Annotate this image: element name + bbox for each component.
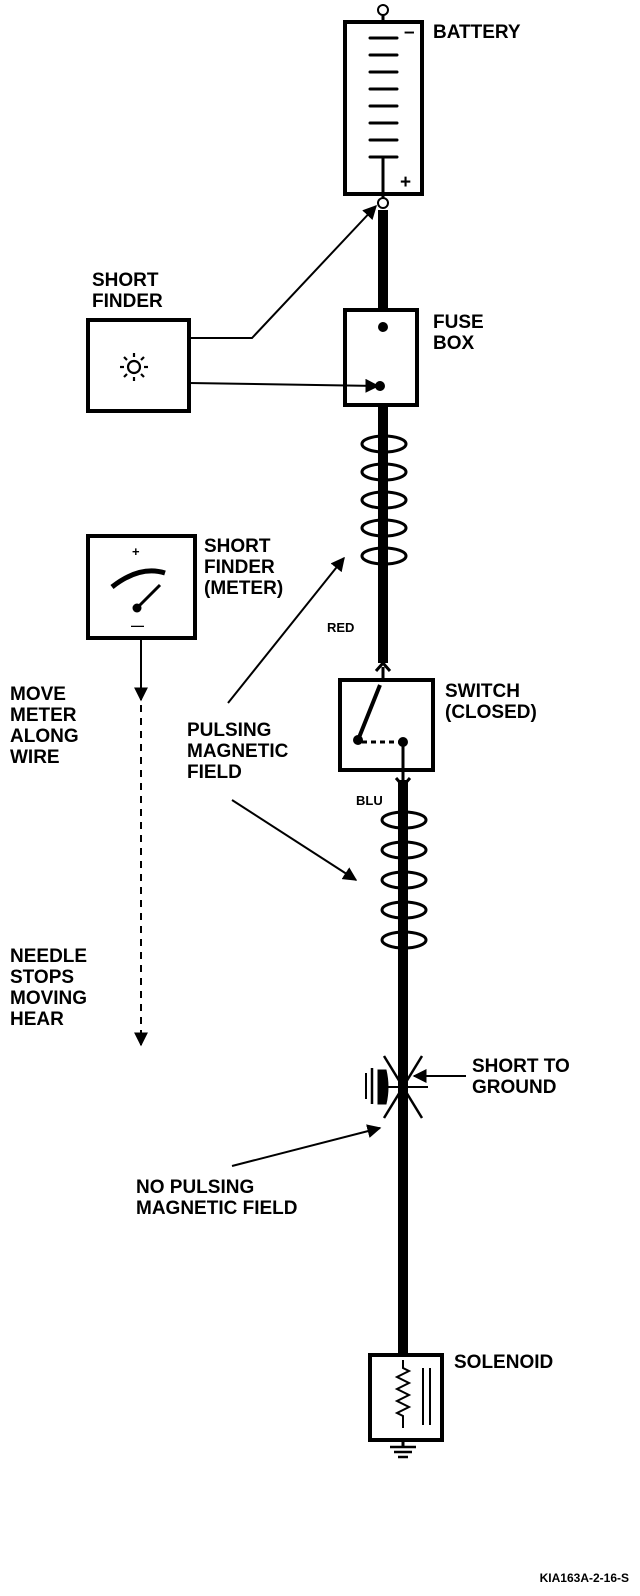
magnetic-field-coils-blu bbox=[380, 810, 428, 950]
battery-minus-sign: – bbox=[404, 22, 415, 43]
ground-symbol-icon bbox=[365, 1068, 389, 1105]
short-to-ground-label: SHORT TO GROUND bbox=[472, 1056, 575, 1098]
magnetic-field-coils-red bbox=[360, 434, 408, 566]
fuse-box bbox=[343, 308, 419, 407]
short-finder-box bbox=[86, 318, 191, 413]
solenoid-label: SOLENOID bbox=[454, 1352, 553, 1373]
move-meter-label: MOVE METER ALONG WIRE bbox=[10, 684, 84, 768]
switch-box bbox=[338, 660, 435, 789]
fuse-box-label: FUSE BOX bbox=[433, 312, 489, 354]
meter-minus-sign: — bbox=[131, 618, 144, 633]
short-finder-meter-label: SHORT FINDER (METER) bbox=[204, 536, 283, 599]
switch-label: SWITCH (CLOSED) bbox=[445, 681, 537, 723]
pulsing-arrow-up bbox=[227, 556, 345, 704]
lead-to-battery bbox=[189, 204, 377, 339]
short-finder-meter: + — bbox=[86, 534, 197, 640]
meter-plus-sign: + bbox=[132, 544, 140, 559]
red-wire-label: RED bbox=[327, 620, 354, 635]
sun-icon bbox=[120, 353, 148, 381]
reference-code: KIA163A-2-16-S bbox=[540, 1571, 629, 1585]
blu-wire-label: BLU bbox=[356, 793, 383, 808]
no-pulsing-field-label: NO PULSING MAGNETIC FIELD bbox=[136, 1177, 298, 1219]
pulsing-arrow-down bbox=[231, 799, 358, 881]
short-finder-label: SHORT FINDER bbox=[92, 270, 164, 312]
lead-to-fuse bbox=[188, 378, 380, 393]
battery-icon bbox=[343, 4, 424, 209]
battery-label: BATTERY bbox=[433, 22, 521, 43]
needle-stops-label: NEEDLE STOPS MOVING HEAR bbox=[10, 946, 92, 1030]
solenoid-icon bbox=[368, 1353, 444, 1459]
battery-plus-sign: + bbox=[400, 172, 411, 193]
pulsing-field-label: PULSING MAGNETIC FIELD bbox=[187, 720, 294, 783]
no-pulsing-arrow bbox=[231, 1124, 382, 1167]
